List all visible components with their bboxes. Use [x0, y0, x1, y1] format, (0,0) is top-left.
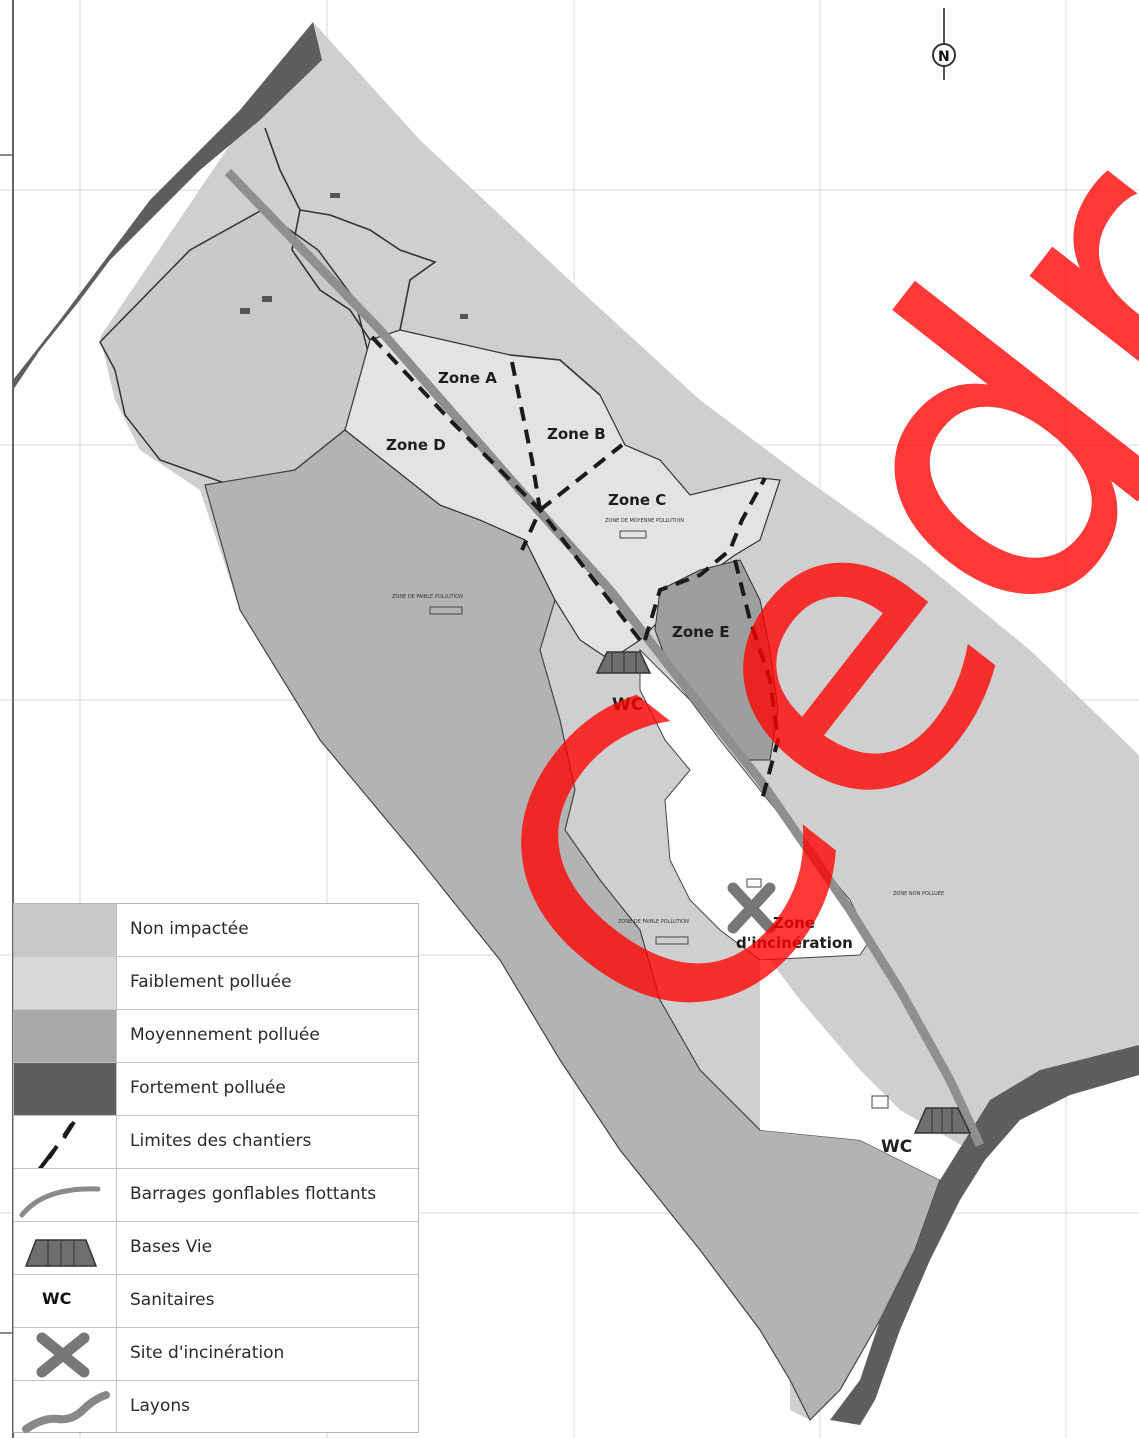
legend-label-bases: Bases Vie	[130, 1237, 213, 1257]
zone-fortement-nw	[13, 22, 322, 390]
incineration-label-1: Zone	[773, 914, 815, 932]
legend-swatch-fortement	[14, 1063, 117, 1115]
legend-label-incineration: Site d'incinération	[130, 1343, 285, 1363]
non-polluee-label: ZONE NON POLLUEE	[893, 891, 944, 897]
north-arrow-icon: N	[932, 8, 956, 80]
legend-row-bases: Bases Vie	[14, 1222, 418, 1275]
dashed-line-icon	[14, 1116, 117, 1168]
chantier-limits	[370, 335, 781, 801]
cross-icon	[14, 1328, 117, 1380]
legend-label-sanitaires: Sanitaires	[130, 1290, 215, 1310]
legend-label-non_impactee: Non impactée	[130, 919, 249, 939]
boom-curve-icon	[14, 1169, 117, 1221]
svg-text:N: N	[938, 49, 950, 65]
legend-row-fortement: Fortement polluée	[14, 1063, 418, 1116]
incineration-cross-icon	[727, 882, 776, 934]
wc-top-label: WC	[612, 695, 643, 715]
legend-label-limites: Limites des chantiers	[130, 1131, 312, 1151]
legend-row-layons: Layons	[14, 1381, 418, 1434]
map-markers	[240, 193, 468, 319]
base-vie-tent-top	[595, 651, 652, 674]
zone-incineration	[639, 648, 871, 961]
legend-row-barrages: Barrages gonflables flottants	[14, 1169, 418, 1222]
legend-label-barrages: Barrages gonflables flottants	[130, 1184, 377, 1204]
layon-path	[224, 168, 985, 1147]
faible-pollution-label-1: ZONE DE FAIBLE POLLUTION	[392, 594, 463, 600]
path-icon	[14, 1381, 117, 1433]
legend-swatch-non_impactee	[14, 904, 117, 956]
zone-b-label: Zone B	[547, 425, 606, 443]
legend-row-incineration: Site d'incinération	[14, 1328, 418, 1381]
tent-icon	[14, 1222, 117, 1274]
zone-d-label: Zone D	[386, 436, 446, 454]
incineration-label-2: d'incinération	[736, 934, 853, 952]
legend-row-non_impactee: Non impactée	[14, 904, 418, 957]
legend-label-fortement: Fortement polluée	[130, 1078, 286, 1098]
zone-boundaries	[264, 127, 601, 396]
zone-a-label: Zone A	[438, 369, 497, 387]
base-vie-tent-bottom	[913, 1107, 972, 1134]
moyenne-pollution-label: ZONE DE MOYENNE POLLUTION	[605, 518, 684, 524]
zone-fortement-se	[830, 1045, 1139, 1425]
legend-symbol-sanitaires: WC	[14, 1275, 117, 1327]
zone-e-label: Zone E	[672, 623, 730, 641]
legend-label-moyennement: Moyennement polluée	[130, 1025, 320, 1045]
legend-row-moyennement: Moyennement polluée	[14, 1010, 418, 1063]
legend-row-faiblement: Faiblement polluée	[14, 957, 418, 1010]
legend-label-faiblement: Faiblement polluée	[130, 972, 292, 992]
faible-pollution-label-2: ZONE DE FAIBLE POLLUTION	[618, 919, 689, 925]
legend-row-sanitaires: WC Sanitaires	[14, 1275, 418, 1328]
zone-c-label: Zone C	[608, 491, 666, 509]
legend-wc-symbol: WC	[42, 1289, 72, 1308]
legend-label-layons: Layons	[130, 1396, 190, 1416]
wc-bottom-label: WC	[881, 1137, 912, 1157]
legend-row-limites: Limites des chantiers	[14, 1116, 418, 1169]
legend-swatch-faiblement	[14, 957, 117, 1009]
legend-swatch-moyennement	[14, 1010, 117, 1062]
